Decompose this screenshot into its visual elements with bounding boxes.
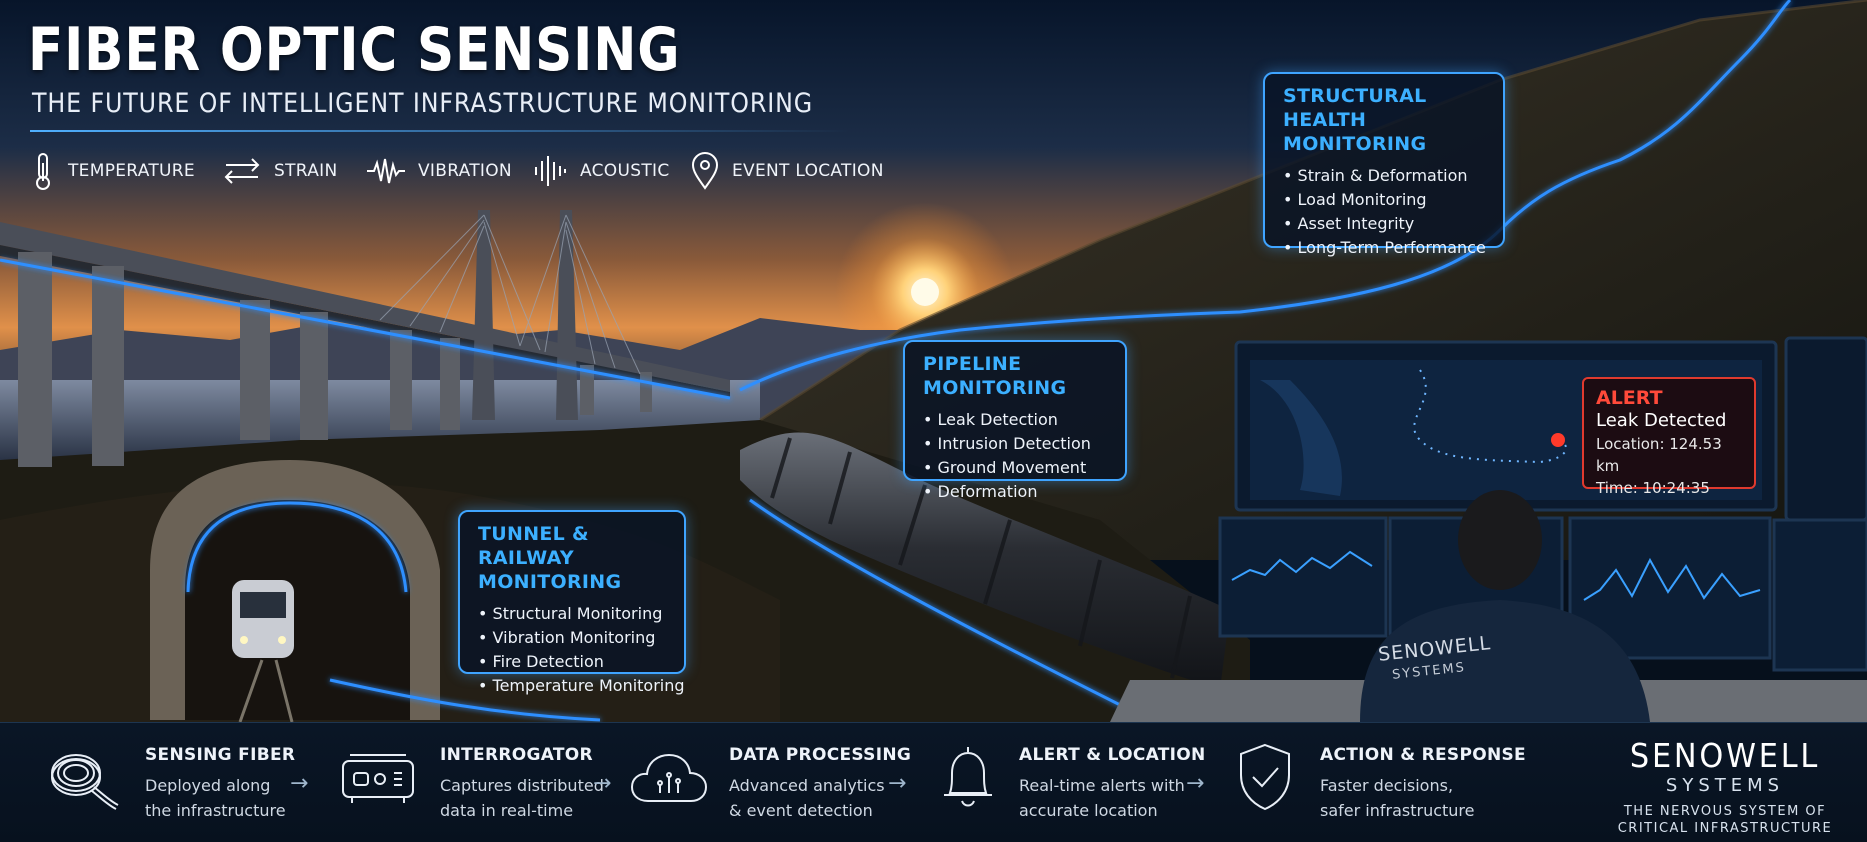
feature-temperature: TEMPERATURE	[30, 150, 195, 192]
step-description: safer infrastructure	[1320, 801, 1475, 820]
alert-location: Location: 124.53 km	[1596, 435, 1722, 475]
feature-label: TEMPERATURE	[68, 161, 195, 181]
step-title: ACTION & RESPONSE	[1320, 745, 1526, 765]
step-description: Faster decisions,	[1320, 776, 1454, 795]
list-item: Vibration Monitoring	[478, 626, 668, 650]
step-title: SENSING FIBER	[145, 745, 296, 765]
list-item: Strain & Deformation	[1283, 164, 1487, 188]
step-description: Captures distributed	[440, 776, 604, 795]
alert-heading: ALERT	[1596, 387, 1663, 409]
callout-title: PIPELINE MONITORING	[923, 353, 1067, 399]
list-item: Long-Term Performance	[1283, 236, 1487, 260]
shield-check-icon	[1240, 743, 1290, 811]
step-description: Real-time alerts with	[1019, 776, 1185, 795]
fiber-coil-icon	[51, 754, 119, 810]
workflow-bar: SENSING FIBER Deployed along the infrast…	[0, 722, 1867, 842]
arrow-right-icon: →	[1186, 771, 1205, 796]
workflow-step-alert-location: ALERT & LOCATION Real-time alerts with a…	[1019, 745, 1206, 823]
map-pin-icon	[691, 152, 719, 190]
thermometer-icon	[36, 153, 50, 190]
feature-acoustic: ACOUSTIC	[532, 150, 669, 192]
workflow-step-data-processing: DATA PROCESSING Advanced analytics & eve…	[729, 745, 911, 823]
brand-name: SENOWELL	[1629, 736, 1821, 775]
callout-list: Strain & Deformation Load Monitoring Ass…	[1283, 164, 1487, 260]
step-description: the infrastructure	[145, 801, 286, 820]
callout-structural-health: STRUCTURAL HEALTH MONITORING Strain & De…	[1263, 72, 1505, 257]
cloud-analytics-icon	[630, 753, 708, 802]
step-title: ALERT & LOCATION	[1019, 745, 1206, 765]
workflow-step-action-response: ACTION & RESPONSE Faster decisions, safe…	[1320, 745, 1526, 823]
page-subtitle: THE FUTURE OF INTELLIGENT INFRASTRUCTURE…	[32, 88, 814, 119]
feature-label: STRAIN	[274, 161, 338, 181]
step-description: data in real-time	[440, 801, 574, 820]
step-title: INTERROGATOR	[440, 745, 593, 765]
step-description: Deployed along	[145, 776, 271, 795]
callout-tunnel-railway: TUNNEL & RAILWAY MONITORING Structural M…	[458, 510, 686, 695]
list-item: Deformation	[923, 480, 1109, 504]
step-title: DATA PROCESSING	[729, 745, 912, 765]
feature-label: ACOUSTIC	[580, 161, 670, 181]
arrow-right-icon: →	[290, 771, 309, 796]
interrogator-device-icon	[342, 754, 414, 803]
brand-tagline: THE NERVOUS SYSTEM OF	[1623, 804, 1827, 819]
callout-list: Leak Detection Intrusion Detection Groun…	[923, 408, 1109, 504]
workflow-step-sensing-fiber: SENSING FIBER Deployed along the infrast…	[145, 745, 295, 823]
double-arrow-icon	[224, 158, 260, 184]
brand-tagline: CRITICAL INFRASTRUCTURE	[1617, 821, 1833, 836]
callout-list: Structural Monitoring Vibration Monitori…	[478, 602, 685, 698]
list-item: Ground Movement	[923, 456, 1109, 480]
feature-strain: STRAIN	[222, 150, 337, 192]
callout-title: TUNNEL & RAILWAY MONITORING	[478, 523, 622, 593]
list-item: Temperature Monitoring	[478, 674, 685, 698]
arrow-right-icon: →	[888, 771, 907, 796]
bell-icon	[944, 747, 992, 807]
brand-logo: SENOWELL SYSTEMS THE NERVOUS SYSTEM OF C…	[1600, 737, 1850, 837]
feature-label: EVENT LOCATION	[732, 161, 884, 181]
waveform-icon	[367, 158, 405, 184]
workflow-step-interrogator: INTERROGATOR Captures distributed data i…	[440, 745, 604, 823]
callout-pipeline: PIPELINE MONITORING Leak Detection Intru…	[903, 340, 1127, 501]
sound-bars-icon	[535, 156, 566, 186]
list-item: Leak Detection	[923, 408, 1109, 432]
page-title: FIBER OPTIC SENSING	[28, 15, 681, 85]
callout-title: STRUCTURAL HEALTH MONITORING	[1283, 85, 1427, 155]
feature-event-location: EVENT LOCATION	[690, 150, 884, 192]
title-divider	[30, 130, 850, 132]
feature-vibration: VIBRATION	[366, 150, 512, 192]
list-item: Intrusion Detection	[923, 432, 1109, 456]
feature-label: VIBRATION	[418, 161, 512, 181]
step-description: & event detection	[729, 801, 873, 820]
list-item: Asset Integrity	[1283, 212, 1487, 236]
alert-panel: ALERT Leak Detected Location: 124.53 km …	[1582, 377, 1756, 497]
step-description: Advanced analytics	[729, 776, 885, 795]
step-description: accurate location	[1019, 801, 1158, 820]
brand-sub: SYSTEMS	[1665, 775, 1785, 796]
list-item: Load Monitoring	[1283, 188, 1487, 212]
list-item: Structural Monitoring	[478, 602, 668, 626]
arrow-right-icon: →	[593, 771, 612, 796]
alert-time: Time: 10:24:35	[1596, 479, 1710, 497]
alert-message: Leak Detected	[1596, 410, 1727, 431]
list-item: Fire Detection	[478, 650, 668, 674]
